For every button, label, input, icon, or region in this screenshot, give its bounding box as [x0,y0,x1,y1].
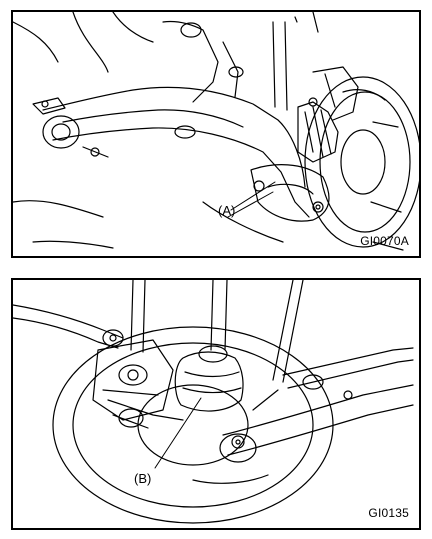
front-suspension-illustration [13,12,419,251]
figure-code-top: GI0070A [360,234,409,248]
callout-b-label: (B) [134,471,152,486]
figure-code-bottom: GI0135 [368,506,409,520]
figure-rear-suspension: (B) GI0135 [11,278,421,530]
rear-suspension-illustration [13,280,414,524]
figure-front-suspension: (A) GI0070A [11,10,421,258]
callout-a-label: (A) [218,203,236,218]
